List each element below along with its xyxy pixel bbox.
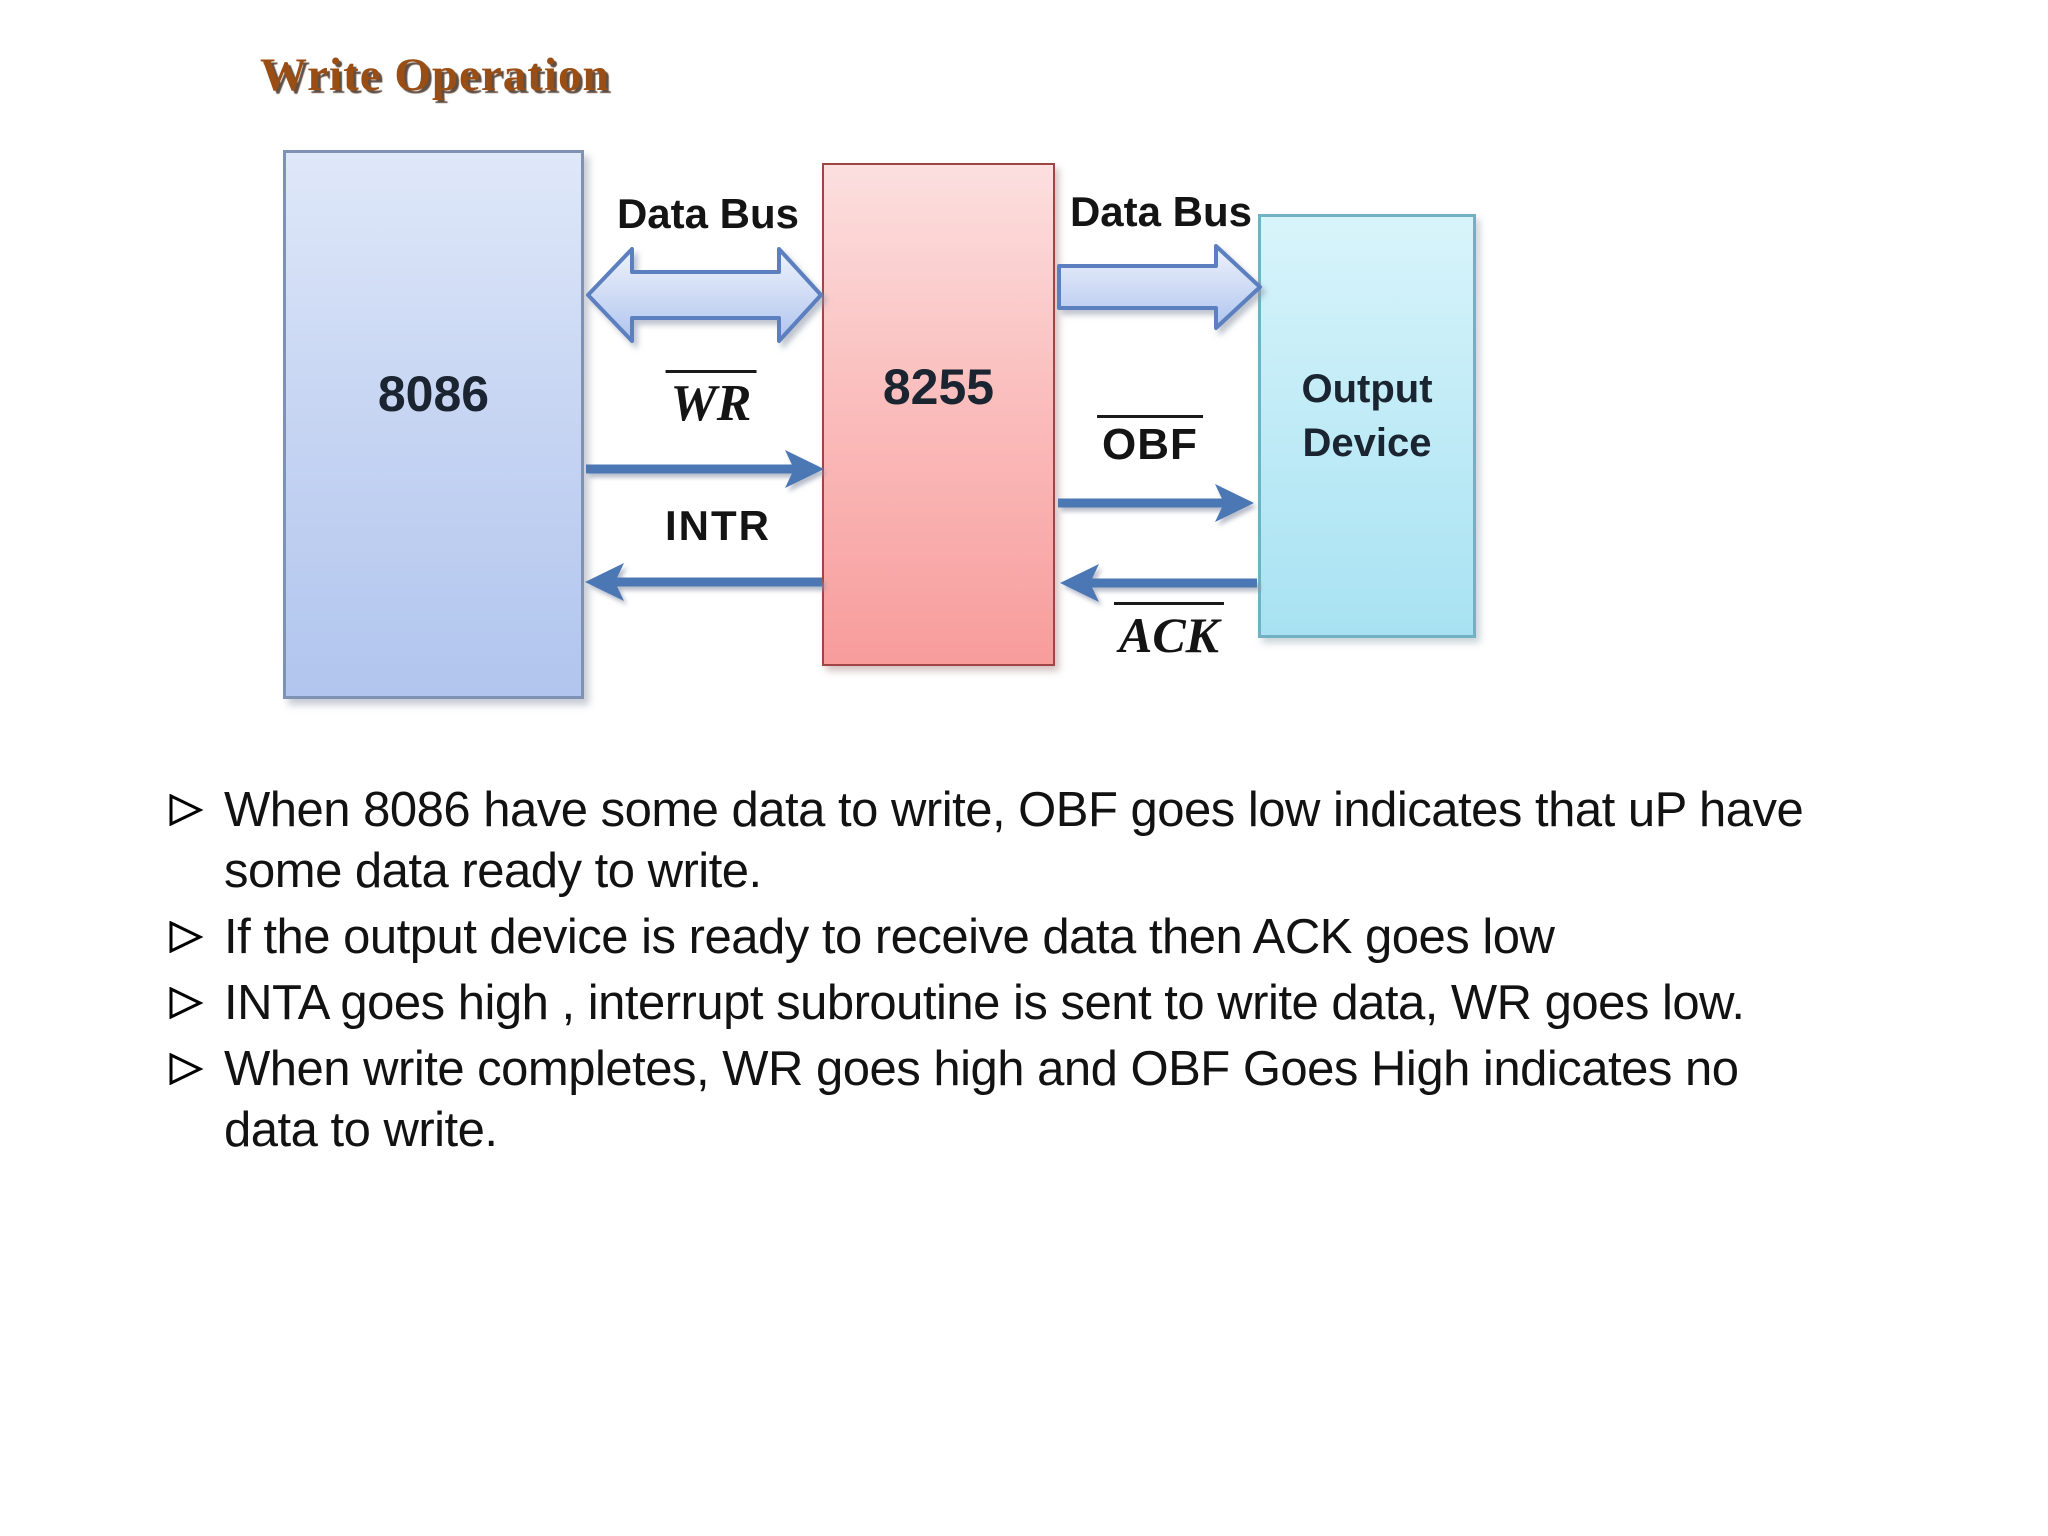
data-bus-right-arrow-icon	[1057, 244, 1262, 330]
obf-overline-text: OBF	[1097, 415, 1203, 469]
box-8086: 8086	[283, 150, 584, 699]
bullet-item: If the output device is ready to receive…	[168, 907, 1978, 968]
ack-overline-text: ACK	[1113, 602, 1225, 663]
ack-arrow-icon	[1060, 564, 1257, 602]
bullet-text: INTA goes high , interrupt subroutine is…	[224, 976, 1745, 1030]
arrowhead-bullet-icon	[169, 794, 204, 826]
wr-arrow-icon	[586, 450, 824, 488]
box-8255-label: 8255	[882, 358, 995, 415]
arrowhead-bullet-icon	[169, 987, 204, 1019]
bullet-item: When 8086 have some data to write, OBF g…	[168, 780, 1978, 902]
slide-title: Write Operation	[260, 49, 610, 101]
arrowhead-bullet-icon	[169, 1053, 204, 1085]
box-8086-label: 8086	[377, 365, 490, 422]
bullet-text: If the output device is ready to receive…	[224, 910, 1555, 964]
bullet-list: When 8086 have some data to write, OBF g…	[168, 780, 1978, 1166]
obf-signal-label: OBF	[1097, 415, 1203, 470]
box-8255: 8255	[822, 163, 1055, 666]
box-output-device-label: Output Device	[1301, 367, 1433, 465]
wr-signal-label: WR	[665, 370, 757, 433]
data-bus-right-label: Data Bus	[1069, 188, 1253, 235]
obf-arrow-icon	[1058, 484, 1254, 522]
box-output-device: Output Device	[1258, 214, 1476, 638]
bullet-text: When write completes, WR goes high and O…	[224, 1042, 1739, 1157]
intr-arrow-icon	[585, 563, 822, 601]
bullet-item: INTA goes high , interrupt subroutine is…	[168, 973, 1978, 1034]
data-bus-left-label: Data Bus	[616, 190, 800, 237]
ack-signal-label: ACK	[1113, 602, 1225, 664]
wr-overline-text: WR	[665, 370, 757, 432]
arrowhead-bullet-icon	[169, 921, 204, 953]
data-bus-double-arrow-icon	[586, 247, 823, 343]
bullet-text: When 8086 have some data to write, OBF g…	[224, 783, 1804, 898]
bullet-item: When write completes, WR goes high and O…	[168, 1039, 1978, 1161]
intr-signal-label: INTR	[665, 502, 771, 549]
